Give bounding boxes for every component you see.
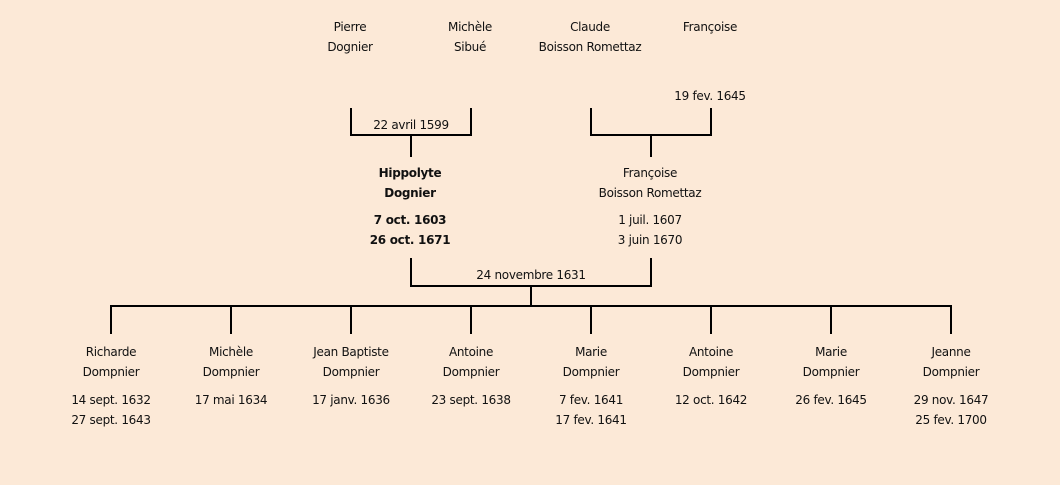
- grandparent-pierre-dognier: Pierre Dognier: [270, 17, 430, 57]
- parent-hippolyte-dognier: Hippolyte Dognier 7 oct. 1603 26 oct. 16…: [330, 163, 490, 250]
- child-connector-line: [950, 305, 952, 334]
- connector-line: [530, 287, 532, 306]
- last-name: Dompnier: [322, 365, 380, 379]
- first-name: Michèle: [448, 20, 492, 34]
- child-connector-line: [590, 305, 592, 334]
- marriage-date-paternal: 22 avril 1599: [373, 118, 449, 132]
- connector-line: [350, 108, 352, 136]
- children-connector-line: [110, 305, 952, 307]
- first-name: Claude: [570, 20, 610, 34]
- connector-line: [410, 258, 412, 287]
- death-date: 25 fev. 1700: [915, 413, 987, 427]
- child-connector-line: [830, 305, 832, 334]
- child-connector-line: [710, 305, 712, 334]
- connector-line: [710, 108, 712, 136]
- last-name: Boisson Romettaz: [598, 186, 702, 200]
- birth-date: 14 sept. 1632: [71, 393, 151, 407]
- last-name: Dompnier: [802, 365, 860, 379]
- last-name: Dompnier: [442, 365, 500, 379]
- child-connector-line: [470, 305, 472, 334]
- first-name: Jeanne: [931, 345, 971, 359]
- last-name: Dompnier: [562, 365, 620, 379]
- birth-date: 1 juil. 1607: [618, 213, 682, 227]
- grandparent-claude-boisson-romettaz: Claude Boisson Romettaz: [510, 17, 670, 57]
- first-name: Michèle: [209, 345, 253, 359]
- connector-line: [410, 285, 652, 287]
- last-name: Boisson Romettaz: [538, 40, 642, 54]
- first-name: Françoise: [682, 20, 738, 34]
- first-name: Marie: [815, 345, 847, 359]
- connector-line: [650, 258, 652, 287]
- connector-line: [650, 136, 652, 157]
- child-connector-line: [230, 305, 232, 334]
- child-connector-line: [110, 305, 112, 334]
- first-name: Antoine: [448, 345, 494, 359]
- first-name: Françoise: [622, 166, 678, 180]
- first-name: Marie: [575, 345, 607, 359]
- birth-date: 23 sept. 1638: [431, 393, 511, 407]
- grandparent-michele-sibue: Michèle Sibué: [390, 17, 550, 57]
- grandparent-francoise-death: 19 fev. 1645: [674, 89, 746, 103]
- connector-line: [410, 136, 412, 157]
- death-date: 26 oct. 1671: [369, 233, 451, 247]
- birth-date: 29 nov. 1647: [913, 393, 989, 407]
- last-name: Dognier: [384, 186, 436, 200]
- last-name: Dognier: [327, 40, 373, 54]
- first-name: Jean Baptiste: [313, 345, 389, 359]
- last-name: Sibué: [453, 40, 487, 54]
- last-name: Dompnier: [682, 365, 740, 379]
- connector-line: [470, 108, 472, 136]
- last-name: Dompnier: [202, 365, 260, 379]
- birth-date: 12 oct. 1642: [674, 393, 748, 407]
- grandparent-francoise: Françoise: [630, 17, 790, 37]
- birth-date: 7 fev. 1641: [558, 393, 624, 407]
- birth-date: 7 oct. 1603: [373, 213, 447, 227]
- connector-line: [590, 134, 712, 136]
- parent-francoise-boisson-romettaz: Françoise Boisson Romettaz 1 juil. 1607 …: [570, 163, 730, 250]
- marriage-date-parents: 24 novembre 1631: [476, 268, 586, 282]
- first-name: Antoine: [688, 345, 734, 359]
- death-date: 17 fev. 1641: [555, 413, 627, 427]
- death-date: 3 juin 1670: [617, 233, 683, 247]
- birth-date: 17 janv. 1636: [312, 393, 390, 407]
- death-date: 27 sept. 1643: [71, 413, 151, 427]
- last-name: Dompnier: [922, 365, 980, 379]
- birth-date: 26 fev. 1645: [795, 393, 867, 407]
- connector-line: [590, 108, 592, 136]
- child-connector-line: [350, 305, 352, 334]
- first-name: Pierre: [333, 20, 367, 34]
- last-name: Dompnier: [82, 365, 140, 379]
- birth-date: 17 mai 1634: [194, 393, 268, 407]
- first-name: Hippolyte: [378, 166, 442, 180]
- first-name: Richarde: [85, 345, 137, 359]
- connector-line: [350, 134, 472, 136]
